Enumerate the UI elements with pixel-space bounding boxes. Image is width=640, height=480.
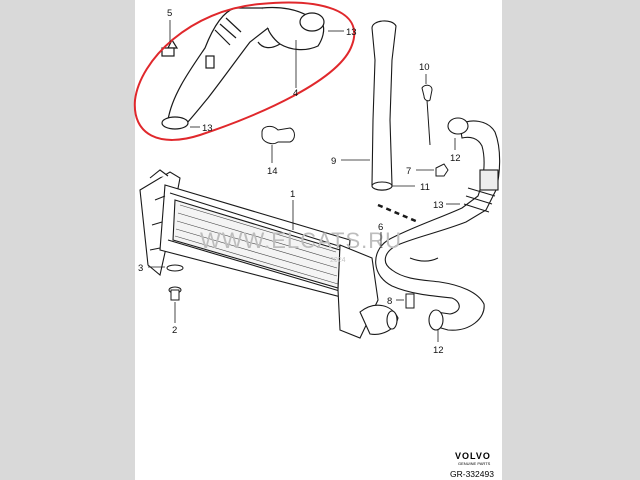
callout-14: 14 xyxy=(267,166,278,177)
leader-lines xyxy=(148,20,460,342)
lower-charge-air-pipe xyxy=(375,117,501,331)
callout-12-lower: 12 xyxy=(433,345,444,356)
callout-8: 8 xyxy=(387,296,392,307)
intercooler xyxy=(139,169,399,339)
watermark-text: WWW.ELCATS.RU xyxy=(200,228,402,253)
callout-labels: 5 13 4 13 14 1 3 2 9 6 10 7 11 12 13 8 1… xyxy=(138,8,461,356)
callout-2: 2 xyxy=(172,325,177,336)
callout-9: 9 xyxy=(331,156,336,167)
callout-13-left: 13 xyxy=(202,123,213,134)
mounting-bolt xyxy=(166,264,184,301)
callout-4: 4 xyxy=(293,88,298,99)
highlight-outline xyxy=(133,1,356,141)
watermark-year: 2024 xyxy=(330,257,346,264)
vertical-pipe xyxy=(371,20,397,191)
upper-charge-air-hose xyxy=(161,6,325,130)
callout-13-upper: 13 xyxy=(346,27,357,38)
callout-13-right: 13 xyxy=(433,200,444,211)
callout-6: 6 xyxy=(378,222,383,233)
callout-3: 3 xyxy=(138,263,143,274)
brand-subtitle: GENUINE PARTS xyxy=(458,461,491,466)
callout-5: 5 xyxy=(167,8,172,19)
callout-11: 11 xyxy=(420,182,430,193)
brand-name: VOLVO xyxy=(455,451,491,461)
small-fasteners xyxy=(405,84,449,309)
callout-1: 1 xyxy=(290,189,295,200)
dashed-connector xyxy=(377,203,419,224)
diagram-reference: GR-332493 xyxy=(450,469,494,479)
callout-12-upper: 12 xyxy=(450,153,461,164)
callout-10: 10 xyxy=(419,62,430,73)
callout-7: 7 xyxy=(406,166,411,177)
bracket xyxy=(261,125,295,145)
